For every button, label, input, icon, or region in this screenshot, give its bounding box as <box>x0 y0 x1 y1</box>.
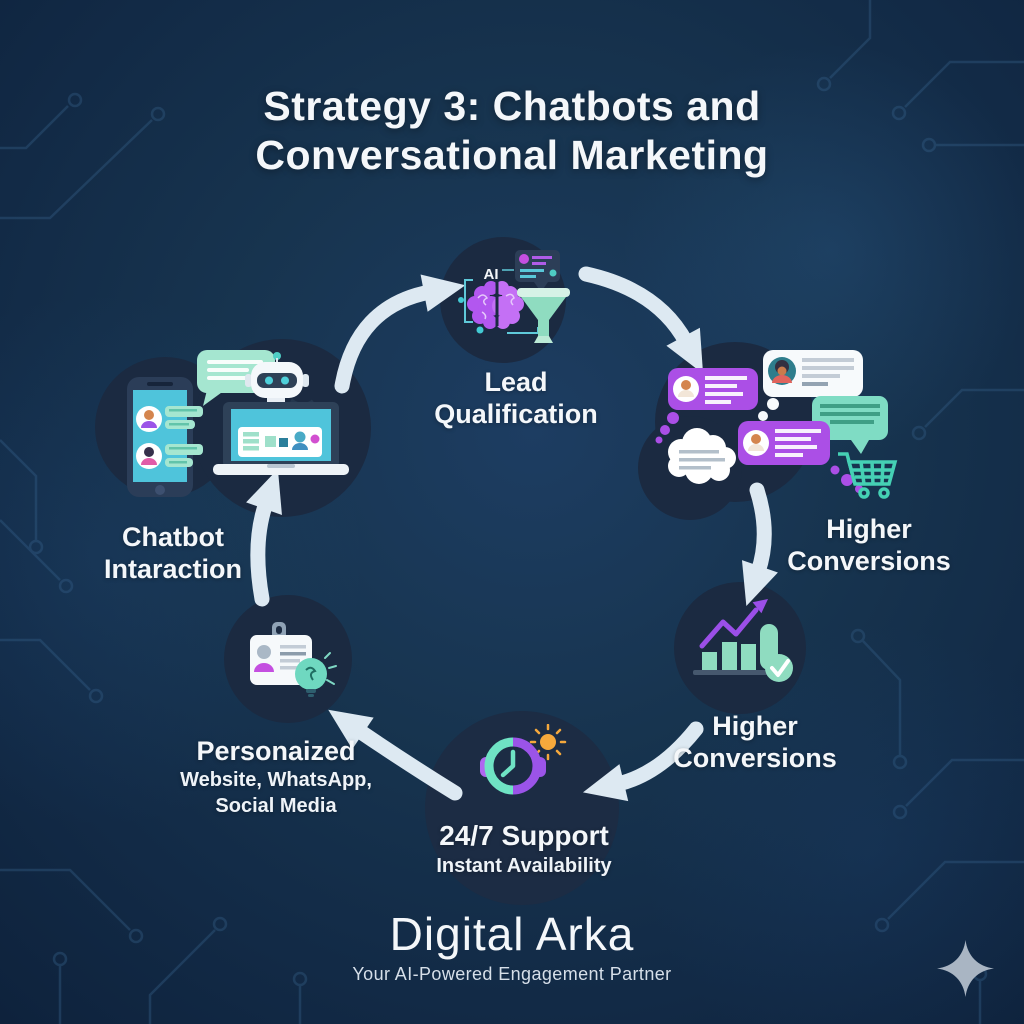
purple-chat-bubble-icon <box>655 368 758 444</box>
sparkle-icon <box>937 940 994 997</box>
arrow-conversions-to-chart <box>741 482 778 607</box>
circuit-dot <box>458 297 464 303</box>
funnel-icon <box>517 288 570 343</box>
smartphone-icon <box>127 377 203 497</box>
arrow-lead-to-conversions <box>578 266 704 374</box>
arrow-support-to-personalized <box>328 709 463 801</box>
robot-icon <box>245 352 315 407</box>
clock-headset-icon <box>480 724 567 795</box>
shopping-cart-icon <box>838 452 898 499</box>
label-lead-qualification: Lead Qualification <box>434 367 598 429</box>
ai-brain-funnel-icon: AI <box>458 250 570 343</box>
teal-chat-bubble-icon <box>812 396 888 454</box>
laptop-icon <box>213 402 349 475</box>
growth-chart-icon <box>693 599 793 682</box>
phone-laptop-chatbot-icon <box>127 350 349 497</box>
purple-chat-bubble-icon <box>738 421 863 493</box>
title-line-1: Strategy 3: Chatbots and <box>263 83 761 129</box>
label-support: 24/7 Support Instant Availability <box>436 820 612 877</box>
clock-hands <box>500 749 516 778</box>
lightbulb-icon <box>295 652 337 697</box>
sun-icon <box>529 724 567 761</box>
lead-card-icon <box>515 250 560 292</box>
brand-tagline: Your AI-Powered Engagement Partner <box>352 964 672 984</box>
trend-arrowhead <box>752 599 768 614</box>
id-card-lightbulb-icon <box>250 622 337 697</box>
label-personalized: Personaized Website, WhatsApp, Social Me… <box>180 736 372 817</box>
clock-ring-right <box>512 737 542 795</box>
arrow-chart-to-support <box>582 721 704 802</box>
chat-bubbles-cart-icon <box>655 350 898 499</box>
thought-cloud-icon <box>668 428 736 484</box>
node-circle-conversions-bottom <box>674 582 806 714</box>
circuit-dot <box>476 326 484 334</box>
ai-label: AI <box>484 266 499 283</box>
brand-name: Digital Arka <box>389 908 635 960</box>
check-icon <box>770 659 790 677</box>
node-circle-support <box>425 711 619 905</box>
clock-ring-left <box>484 737 514 795</box>
check-circle <box>765 654 793 682</box>
trend-line <box>699 607 759 649</box>
arrow-chatbot-to-lead <box>334 274 466 394</box>
avatar <box>136 443 162 469</box>
label-higher-conversions-bottom: Higher Conversions <box>673 711 837 773</box>
page-title: Strategy 3: Chatbots and Conversational … <box>0 82 1024 180</box>
chart-baseline <box>693 670 775 675</box>
avatar <box>136 406 162 432</box>
arrow-personalized-to-chatbot <box>246 469 282 607</box>
cycle-arrows <box>246 266 778 802</box>
label-chatbot-interaction: Chatbot Intaraction <box>103 522 243 584</box>
label-higher-conversions-right: Higher Conversions <box>787 514 951 576</box>
brain-icon <box>467 281 524 329</box>
title-line-2: Conversational Marketing <box>255 132 769 178</box>
footer-branding: Digital Arka Your AI-Powered Engagement … <box>0 908 1024 985</box>
